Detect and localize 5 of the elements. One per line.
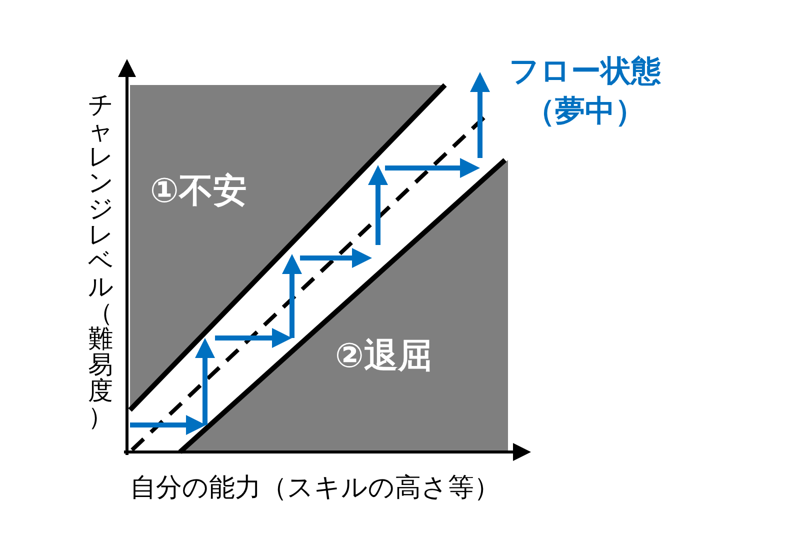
region-title: ①不安 — [150, 170, 247, 213]
flow-label: フロー状態（夢中） — [508, 53, 662, 131]
axis-title: 自分の能力（スキルの高さ等） — [130, 472, 500, 505]
region-title: ②退屈 — [335, 335, 432, 378]
axis-title: チャレンジレベル（難易度） — [88, 92, 114, 430]
